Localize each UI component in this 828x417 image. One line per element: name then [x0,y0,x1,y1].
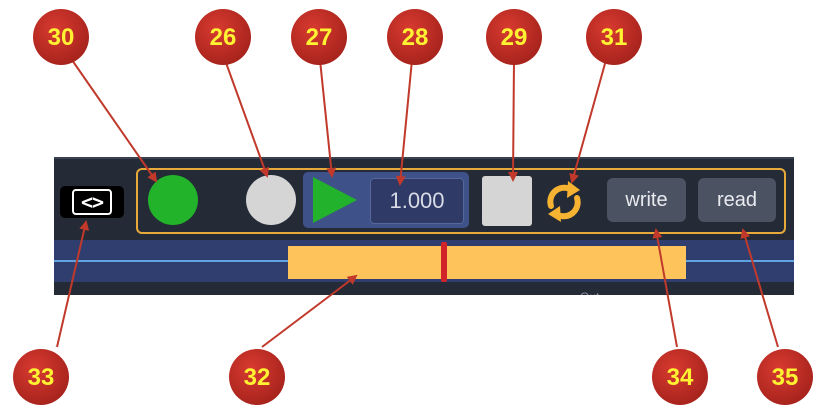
callout-arrow-32 [261,274,358,348]
svg-text:34: 34 [667,364,694,391]
svg-text:33: 33 [28,364,55,391]
svg-text:27: 27 [306,24,333,51]
play-button[interactable] [311,175,359,225]
playback-speed-field[interactable]: 1.000 [370,178,464,224]
panel-toggle-button[interactable]: <> [60,186,124,218]
svg-text:32: 32 [244,364,271,391]
callout-badge-35: 35 [757,349,813,405]
callout-arrow-31 [569,59,607,184]
code-brackets-icon: <> [71,189,113,215]
callout-arrow-28 [395,59,413,186]
callout-badge-34: 34 [652,349,708,405]
time-range-bar[interactable] [288,246,686,279]
svg-text:26: 26 [210,24,237,51]
playhead-marker[interactable] [441,242,447,282]
callout-arrow-35 [740,228,779,348]
callout-badge-31: 31 [586,9,642,65]
callout-badge-32: 32 [229,349,285,405]
svg-text:28: 28 [402,24,429,51]
callout-badge-26: 26 [195,9,251,65]
svg-text:35: 35 [772,364,799,391]
partial-label: Out... [580,287,640,295]
read-button[interactable]: read [698,178,776,222]
svg-text:31: 31 [601,24,628,51]
write-button[interactable]: write [607,178,686,222]
callout-badge-33: 33 [13,349,69,405]
callout-arrow-33 [56,220,90,348]
live-button[interactable] [148,175,198,225]
callout-arrow-26 [224,59,269,178]
transport-group [136,168,786,234]
stop-button[interactable] [482,176,532,226]
callout-badge-30: 30 [33,9,89,65]
callout-arrow-30 [71,59,158,183]
callout-badge-28: 28 [387,9,443,65]
loop-button[interactable] [540,176,588,228]
callout-arrow-27 [319,59,337,178]
callout-badge-27: 27 [291,9,347,65]
play-icon [313,177,357,223]
record-button[interactable] [246,175,296,225]
callout-arrow-29 [508,59,519,182]
callout-badge-29: 29 [486,9,542,65]
svg-text:29: 29 [501,24,528,51]
svg-text:30: 30 [48,24,75,51]
callout-arrow-34 [652,228,678,348]
